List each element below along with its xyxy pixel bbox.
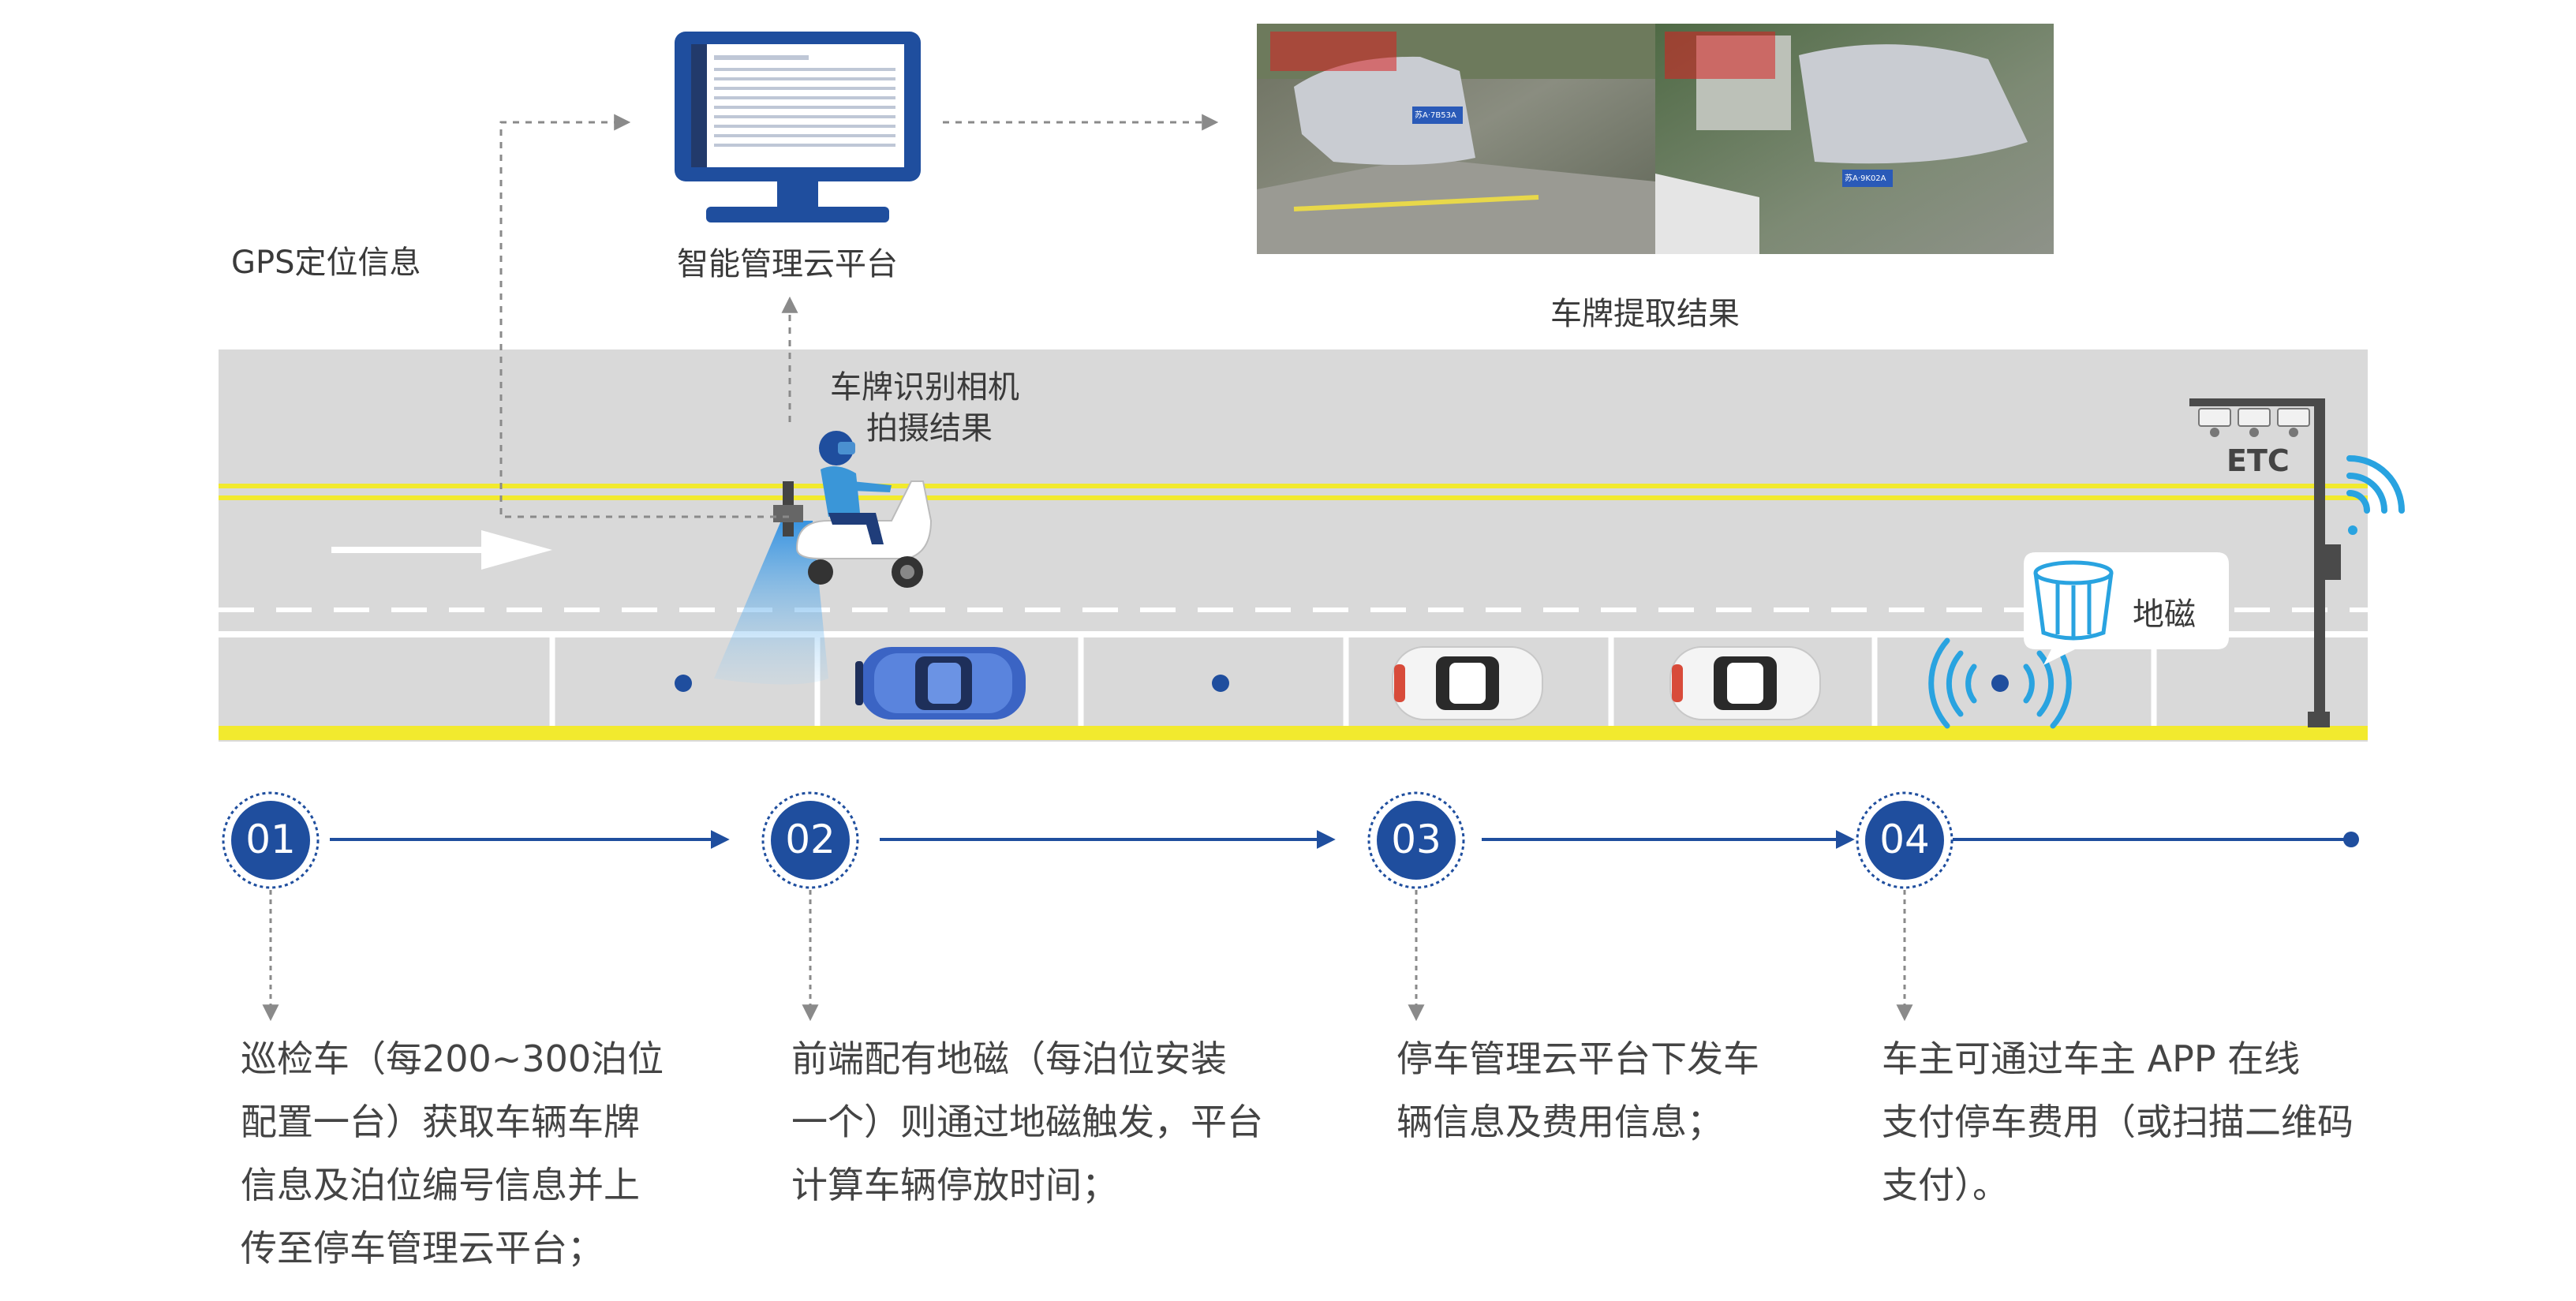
camera-result-label: 拍摄结果 <box>866 402 993 448</box>
step-line: 支付）。 <box>1882 1153 2354 1217</box>
step-line: 配置一台）获取车辆车牌 <box>241 1090 664 1153</box>
step-number-01: 01 <box>231 817 310 862</box>
timeline <box>330 832 2359 847</box>
step-line: 信息及泊位编号信息并上 <box>241 1153 664 1217</box>
step-line: 辆信息及费用信息； <box>1396 1090 1759 1153</box>
step-description-01: 巡检车（每200~300泊位 配置一台）获取车辆车牌 信息及泊位编号信息并上 传… <box>241 1027 664 1280</box>
step-line: 前端配有地磁（每泊位安装 <box>791 1027 1263 1090</box>
road-surface <box>219 350 2368 742</box>
step-line: 停车管理云平台下发车 <box>1396 1027 1759 1090</box>
sensor-dot <box>1212 675 1229 692</box>
camera-label: 车牌识别相机 <box>830 361 1019 407</box>
platform-label: 智能管理云平台 <box>677 238 898 284</box>
parked-car-white <box>1670 647 1820 720</box>
step-line: 巡检车（每200~300泊位 <box>241 1027 664 1090</box>
gps-label: GPS定位信息 <box>231 237 421 282</box>
step-description-02: 前端配有地磁（每泊位安装 一个）则通过地磁触发，平台 计算车辆停放时间； <box>791 1027 1263 1217</box>
step-line: 传至停车管理云平台； <box>241 1217 664 1280</box>
geomagnetic-callout <box>2024 552 2229 665</box>
photo-plate-1: 苏A·7B53A <box>1415 108 1462 120</box>
step-number-04: 04 <box>1865 817 1944 862</box>
step-line: 一个）则通过地磁触发，平台 <box>791 1090 1263 1153</box>
plate-result-label: 车牌提取结果 <box>1550 288 1740 334</box>
monitor-icon <box>675 32 921 222</box>
step-description-04: 车主可通过车主 APP 在线 支付停车费用（或扫描二维码 支付）。 <box>1882 1027 2354 1217</box>
step-drop-arrows <box>271 890 1905 1018</box>
step-line: 支付停车费用（或扫描二维码 <box>1882 1090 2354 1153</box>
yellow-lane-line <box>219 484 2368 488</box>
parked-car-white <box>1393 647 1542 720</box>
step-line: 计算车辆停放时间； <box>791 1153 1263 1217</box>
step-line: 车主可通过车主 APP 在线 <box>1882 1027 2354 1090</box>
step-number-02: 02 <box>771 817 850 862</box>
step-description-03: 停车管理云平台下发车 辆信息及费用信息； <box>1396 1027 1759 1153</box>
geomagnetic-label: 地磁 <box>2133 589 2196 634</box>
etc-label: ETC <box>2226 443 2290 478</box>
yellow-curb <box>219 726 2368 740</box>
parked-car-blue <box>855 647 1026 720</box>
step-number-03: 03 <box>1377 817 1456 862</box>
sensor-dot <box>675 675 692 692</box>
sensor-dot <box>1991 675 2009 692</box>
photo-plate-2: 苏A·9K02A <box>1845 171 1892 183</box>
